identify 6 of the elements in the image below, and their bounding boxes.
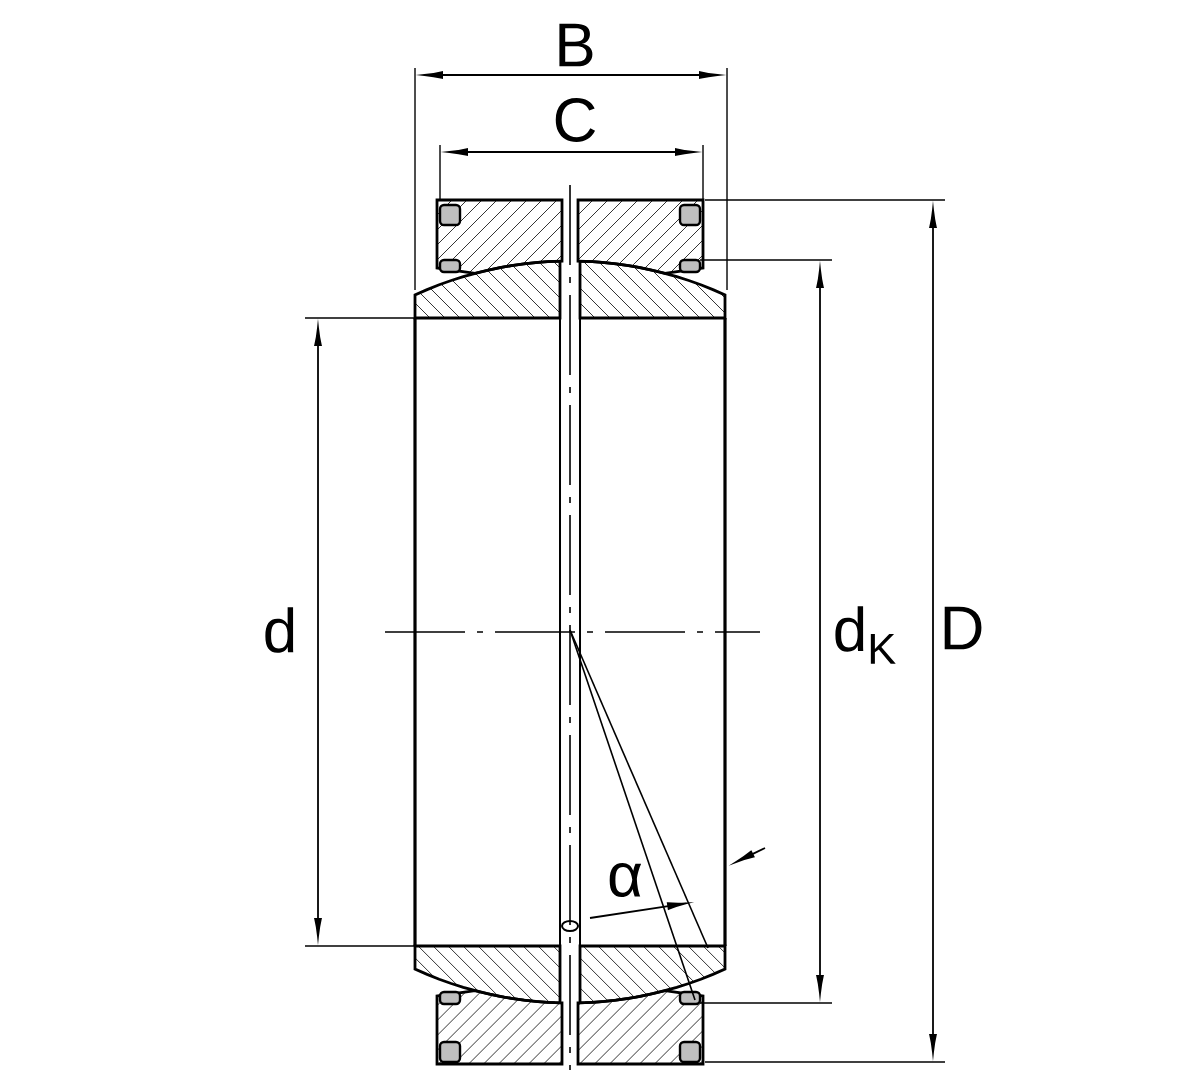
dimension-label: α	[609, 863, 642, 897]
dimension-label: d$_{K}$	[835, 606, 896, 664]
dimension-label: B	[559, 23, 593, 67]
dimension-label: D	[944, 606, 982, 650]
dimension-label: C	[555, 98, 596, 142]
dimension-label: d	[265, 607, 294, 653]
